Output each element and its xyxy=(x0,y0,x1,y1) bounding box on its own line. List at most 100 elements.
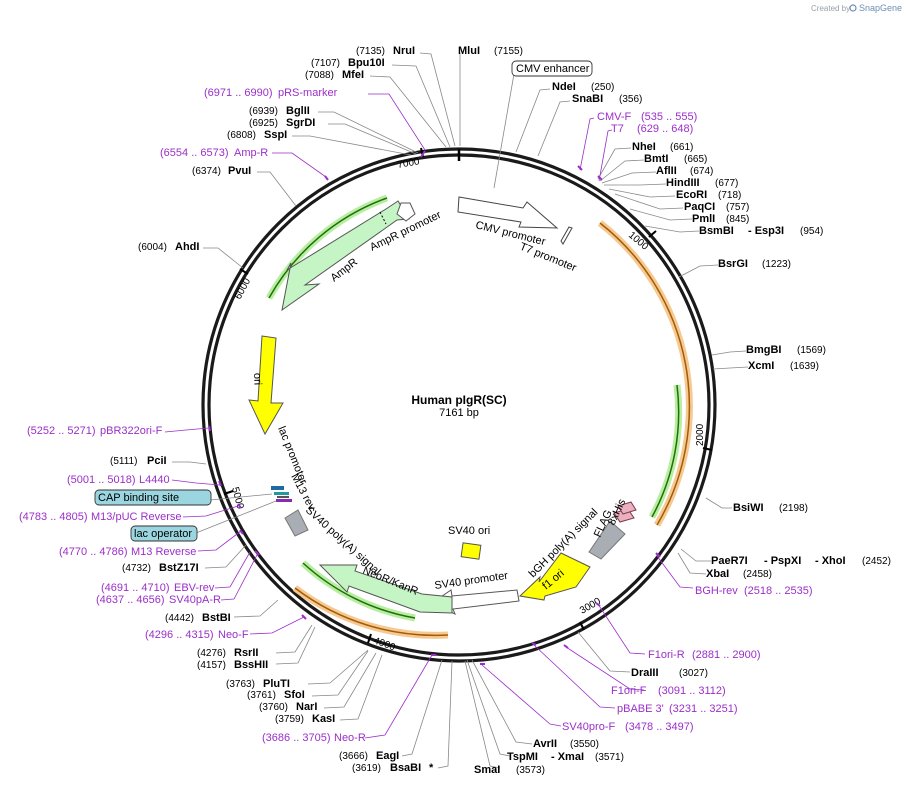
range-neo-r: (3686 .. 3705) xyxy=(262,732,331,744)
primer-labels: (6971 .. 6990) pRS-marker (6554 .. 6573)… xyxy=(19,87,813,744)
ampr-promoter-arrow xyxy=(396,202,416,222)
pos-bsiwi: (2198) xyxy=(779,503,808,514)
site-bsabi-star: * xyxy=(429,762,434,774)
tick-label-2000: 2000 xyxy=(695,423,706,446)
pos-rsrii: (4276) xyxy=(197,648,226,659)
primer-t7: T7 xyxy=(611,123,624,135)
leader-cmv-enhancer xyxy=(493,73,515,189)
tick-5000 xyxy=(223,490,234,495)
plasmid-name: Human pIgR(SC) xyxy=(411,393,506,407)
cap-site-mark xyxy=(277,496,289,498)
primer-cmv-f: CMV-F xyxy=(597,111,632,123)
site-mfei: MfeI xyxy=(342,69,364,81)
site-rsrii: RsrII xyxy=(234,647,258,659)
site-aflii: AflII xyxy=(656,165,677,177)
site-xcmi: XcmI xyxy=(748,360,774,372)
primer-prs-marker: pRS-marker xyxy=(278,87,338,99)
neor-kanr-arrow xyxy=(318,564,453,614)
site-bmgbi: BmgBI xyxy=(746,344,781,356)
pos-draiii: (3027) xyxy=(679,668,708,679)
pos-bpu10i: (7107) xyxy=(311,58,340,69)
pos-aflii: (674) xyxy=(690,166,713,177)
pos-kasi: (3759) xyxy=(275,714,304,725)
primer-neo-f: Neo-F xyxy=(218,629,249,641)
lac-promoter-mark xyxy=(274,492,289,495)
range-bgh-rev: (2518 .. 2535) xyxy=(744,585,813,597)
primer-sv40pro-f: SV40pro-F xyxy=(562,721,615,733)
primer-ebv-rev: EBV-rev xyxy=(174,582,215,594)
site-bmti: BmtI xyxy=(644,153,668,165)
primer-f1ori-f: F1ori-F xyxy=(611,685,647,697)
label-t7-promoter: T7 promoter xyxy=(518,241,578,275)
site-bsrgi: BsrGI xyxy=(718,258,748,270)
label-cap-binding-site: CAP binding site xyxy=(98,492,179,504)
box-cap-binding-site xyxy=(94,489,212,506)
arc-ampr-green-line xyxy=(268,197,388,299)
primer-m13-puc-reverse: M13/pUC Reverse xyxy=(91,511,181,523)
site-nhei: NheI xyxy=(632,141,656,153)
site-avrii: AvrII xyxy=(533,738,557,750)
primer-marks xyxy=(208,150,661,665)
range-l4440: (5001 .. 5018) xyxy=(67,474,136,486)
t7-promoter-arrow xyxy=(560,226,573,245)
primer-l4440: L4440 xyxy=(139,474,170,486)
boxed-labels: CMV enhancer CAP binding site lac operat… xyxy=(94,60,593,542)
arc-neo-orange-line xyxy=(294,587,449,637)
backbone xyxy=(201,147,717,663)
site-pvui: PvuI xyxy=(228,165,251,177)
pos-pcii: (5111) xyxy=(110,456,137,467)
range-f1ori-r: (2881 .. 2900) xyxy=(692,649,761,661)
primer-sv40pa-r: SV40pA-R xyxy=(169,594,221,606)
label-ori: ori xyxy=(251,373,263,386)
pos-ecori: (718) xyxy=(718,190,741,201)
site-pluti: PluTI xyxy=(263,678,290,690)
his-tag-box xyxy=(617,501,637,515)
m13-rev-mark xyxy=(271,486,284,490)
range-pbr322ori-f: (5252 .. 5271) xyxy=(27,425,96,437)
pos-nari: (3760) xyxy=(259,702,288,713)
pos-xbai: (2458) xyxy=(743,569,772,580)
feature-shapes xyxy=(248,196,637,616)
pos-eagi: (3666) xyxy=(339,751,368,762)
site-pcii: PciI xyxy=(147,455,167,467)
site-bstbi: BstBI xyxy=(202,612,231,624)
pos-bglii: (6939) xyxy=(249,106,278,117)
label-cmv-enhancer: CMV enhancer xyxy=(516,63,590,75)
primer-amp-r: Amp-R xyxy=(234,147,268,159)
site-hindiii: HindIII xyxy=(666,177,700,189)
pos-snabi: (356) xyxy=(619,94,642,105)
tick-3000 xyxy=(579,621,585,631)
pos-pluti: (3763) xyxy=(226,679,255,690)
site-smai: SmaI xyxy=(474,764,500,776)
pos-xcmi: (1639) xyxy=(790,361,819,372)
pos-xhoi: (2452) xyxy=(862,556,891,567)
pos-bmti: (665) xyxy=(684,154,707,165)
primer-leaders xyxy=(164,93,694,739)
site-kasi: KasI xyxy=(312,713,335,725)
range-sv40pa-r: (4637 .. 4656) xyxy=(96,594,165,606)
tick-label-7000: 7000 xyxy=(397,156,421,171)
site-xmai: - XmaI xyxy=(551,751,584,763)
plasmid-size: 7161 bp xyxy=(439,407,479,419)
pos-bsshii: (4157) xyxy=(197,660,226,671)
range-prs-marker: (6971 .. 6990) xyxy=(204,87,273,99)
pos-pmli: (845) xyxy=(726,214,749,225)
tick-4000 xyxy=(367,633,372,644)
primer-pbabe-3: pBABE 3' xyxy=(617,703,664,715)
primer-m13-reverse: M13 Reverse xyxy=(131,546,196,558)
site-sfoi: SfoI xyxy=(284,689,305,701)
site-esp3i: - Esp3I xyxy=(748,225,784,237)
range-cmv-f: (535 .. 555) xyxy=(641,111,697,123)
site-bsiwi: BsiWI xyxy=(733,502,764,514)
tick-6000 xyxy=(239,268,249,275)
sv40-polya-box xyxy=(284,509,309,537)
pos-paqci: (757) xyxy=(726,202,749,213)
arc-insert-green-line xyxy=(651,384,680,518)
tick-1000 xyxy=(648,230,657,238)
pos-bstz17i: (4732) xyxy=(122,563,151,574)
primer-bgh-rev: BGH-rev xyxy=(695,585,738,597)
site-sgrdi: SgrDI xyxy=(286,117,315,129)
site-draiii: DraIII xyxy=(631,667,659,679)
site-eagi: EagI xyxy=(376,750,399,762)
site-bsabi: BsaBI xyxy=(390,762,421,774)
